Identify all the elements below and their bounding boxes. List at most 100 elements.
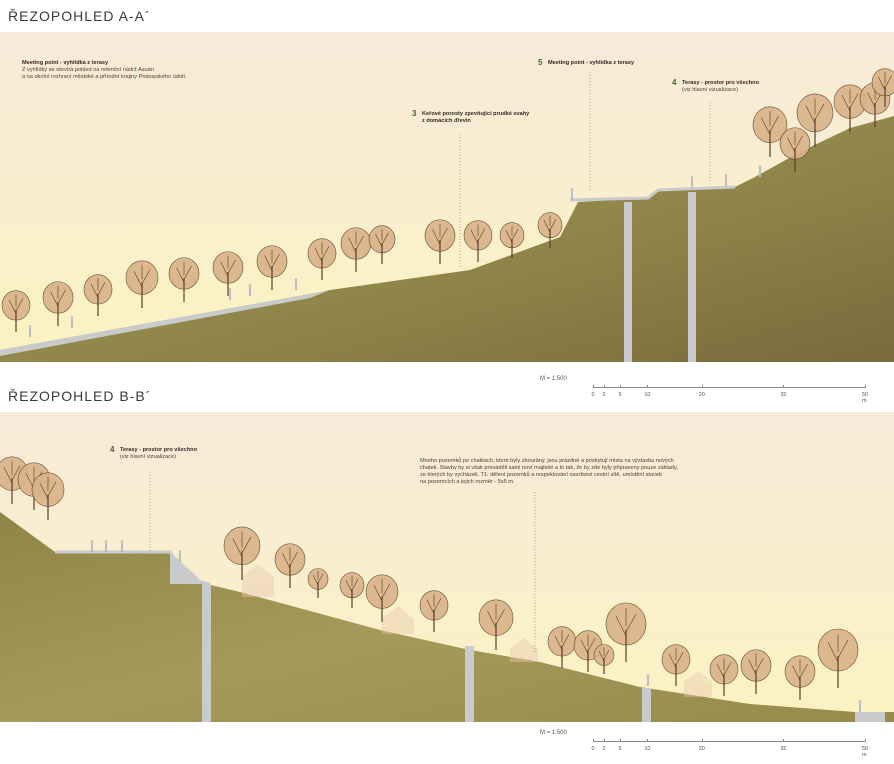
person-icon <box>758 165 762 177</box>
path-surface <box>0 290 330 356</box>
tree-icon <box>871 68 894 107</box>
section-a-svg <box>0 32 894 362</box>
scale-tick-label: 20 <box>698 746 705 752</box>
tree-icon <box>125 260 159 308</box>
annotation-meeting-point-5: 5 Meeting point - vyhlídka z terasy <box>538 59 668 67</box>
tree-icon <box>223 526 261 580</box>
tree-icon <box>419 590 449 632</box>
tree-icon <box>499 222 525 258</box>
annotation-line: Mnoho pozemků po chatkách, které byly zb… <box>420 458 674 464</box>
retaining-wall <box>688 192 696 362</box>
house-icon <box>382 606 414 634</box>
person-icon <box>120 540 124 552</box>
section-b-title: ŘEZOPOHLED B-B´ <box>8 388 152 404</box>
tree-icon <box>83 274 113 316</box>
house-icon <box>684 671 712 697</box>
scale-label: M = 1:500 <box>540 730 567 736</box>
scale-tick <box>620 385 622 388</box>
house-icon <box>242 564 274 597</box>
annotation-line: z domácích dřevin <box>422 118 471 124</box>
scale-tick-label: 50 m <box>861 392 869 404</box>
person-icon <box>690 176 694 188</box>
annotation-line: ze kterých by vycházeli. T1: dělení poze… <box>420 472 663 478</box>
scale-tick-label: 50 m <box>861 746 869 758</box>
tree-icon <box>274 543 306 588</box>
retaining-wall <box>202 584 211 722</box>
section-b-svg <box>0 412 894 722</box>
section-a-drawing <box>0 32 894 362</box>
retaining-wall <box>642 688 651 722</box>
scale-tick-label: 10 <box>644 746 651 752</box>
tree-icon <box>31 472 65 520</box>
scale-tick-label: 35 <box>780 746 787 752</box>
scale-tick-label: 0 <box>591 392 595 398</box>
tree-icon <box>709 654 739 696</box>
scale-tick <box>603 739 605 742</box>
tree-icon <box>307 568 329 598</box>
annotation-number: 4 <box>672 78 677 87</box>
scale-tick-label: 0 <box>591 746 595 752</box>
annotation-number: 3 <box>412 109 417 118</box>
terrain <box>0 512 894 722</box>
section-a-title: ŘEZOPOHLED A-A´ <box>8 8 151 24</box>
annotation-head: Meeting point - vyhlídka z terasy <box>548 60 635 66</box>
annotation-terraces-b: 4 Terasy - prostor pro všechno (viz hlav… <box>110 446 240 461</box>
tree-icon <box>779 127 811 172</box>
tree-icon <box>752 106 788 157</box>
annotation-head: Keřové porosty zpevňující prudké svahy <box>422 111 530 117</box>
scale-tick-label: 2 <box>602 392 606 398</box>
person-icon <box>724 174 728 186</box>
scale-tick <box>865 739 866 742</box>
terrace-ramp <box>170 552 205 584</box>
tree-icon <box>593 644 615 674</box>
scale-tick-label: 5 <box>618 746 622 752</box>
scale-tick <box>593 385 594 388</box>
annotation-cottage-plots: Mnoho pozemků po chatkách, které byly zb… <box>420 458 720 486</box>
tree-icon <box>212 251 244 296</box>
scale-tick-label: 20 <box>698 392 705 398</box>
scale-tick <box>620 739 622 742</box>
tree-icon <box>339 572 365 608</box>
scale-tick <box>865 385 866 388</box>
tree-icon <box>784 655 816 700</box>
annotation-line: (viz hlavní vizualizace) <box>682 87 738 93</box>
annotation-shrubs: 3 Keřové porosty zpevňující prudké svahy… <box>412 110 552 125</box>
tree-icon <box>42 281 74 326</box>
annotation-meeting-point-a: Meeting point - vyhlídka z terasy Z vyhl… <box>22 60 232 81</box>
scale-tick <box>647 385 649 388</box>
tree-icon <box>340 227 372 272</box>
tree-icon <box>661 644 691 686</box>
tree-icon <box>256 245 288 290</box>
person-icon <box>294 278 298 290</box>
tree-icon <box>740 649 772 694</box>
scale-tick <box>647 739 649 742</box>
terrace-edge <box>569 185 736 202</box>
annotation-line: (viz hlavní vizualizace) <box>120 454 176 460</box>
scale-tick-label: 35 <box>780 392 787 398</box>
annotation-line: a na okolní rozhraní městské a přírodní … <box>22 74 187 80</box>
tree-icon <box>547 626 577 668</box>
person-icon <box>70 316 74 328</box>
scale-tick <box>701 739 703 742</box>
annotation-number: 4 <box>110 445 115 454</box>
tree-icon <box>168 257 200 302</box>
retaining-wall <box>624 202 632 362</box>
person-icon <box>646 674 650 686</box>
scale-tick-label: 5 <box>618 392 622 398</box>
tree-icon <box>368 225 396 264</box>
tree-icon <box>365 574 399 622</box>
house-icon <box>510 638 538 662</box>
scale-tick <box>593 739 594 742</box>
tree-icon <box>478 599 514 650</box>
scale-tick <box>603 385 605 388</box>
scale-tick-label: 10 <box>644 392 651 398</box>
tree-icon <box>796 93 834 147</box>
tree-icon <box>833 84 867 132</box>
person-icon <box>858 700 862 712</box>
tree-icon <box>605 602 647 662</box>
scale-label: M = 1:500 <box>540 376 567 382</box>
retaining-wall <box>855 712 885 722</box>
tree-icon <box>817 628 859 688</box>
